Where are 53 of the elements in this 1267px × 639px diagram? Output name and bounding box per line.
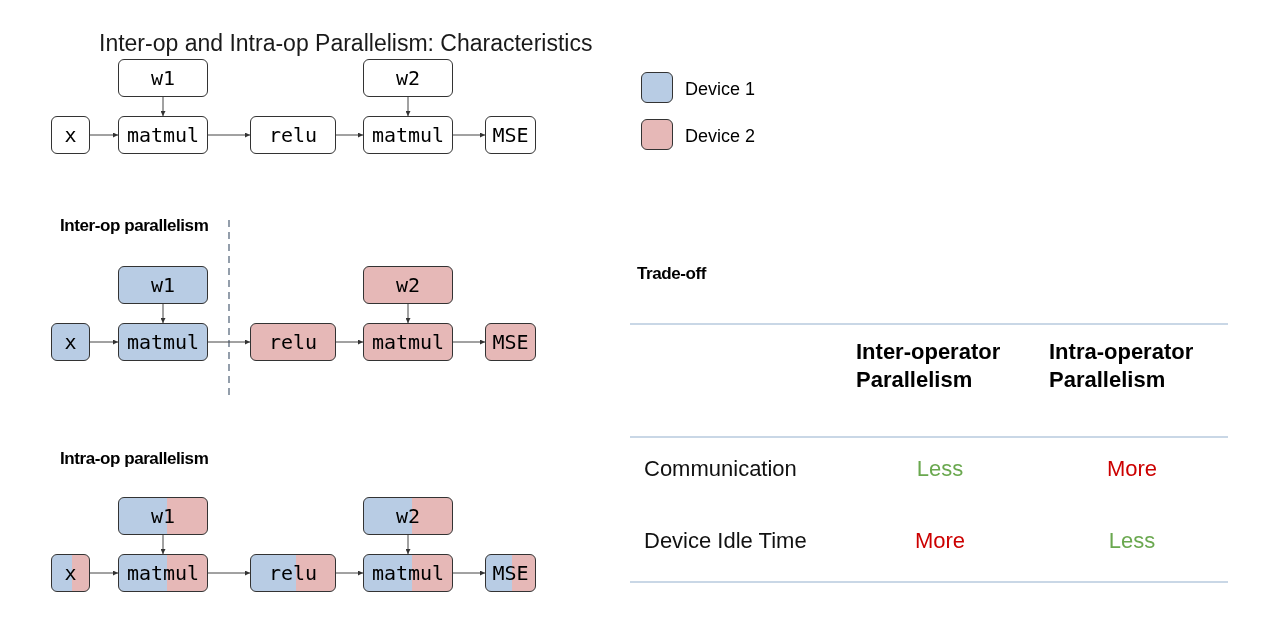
node-box: MSE [485, 323, 536, 361]
arrow [405, 96, 411, 117]
section-heading: Intra-op parallelism [60, 448, 209, 470]
arrow [160, 303, 166, 324]
node-box: matmul [118, 554, 208, 592]
node-box: MSE [485, 554, 536, 592]
section-heading: Inter-op parallelism [60, 215, 209, 237]
title: Inter-op and Intra-op Parallelism: Characteristics [99, 29, 593, 58]
arrow [452, 339, 486, 345]
node-box: matmul [363, 323, 453, 361]
arrow [405, 534, 411, 555]
arrow [207, 339, 251, 345]
table-cell-text: Less [1107, 527, 1157, 555]
table-cell-text: Less [915, 455, 965, 483]
section-heading: Trade-off [637, 263, 706, 285]
column-header: Intra-operator Parallelism [1049, 338, 1195, 394]
arrow [89, 132, 119, 138]
table-cell-text: More [913, 527, 967, 555]
legend-label: Device 1 [685, 78, 756, 101]
node-box: relu [250, 554, 336, 592]
node-box: matmul [363, 116, 453, 154]
node-box: relu [250, 323, 336, 361]
arrow [89, 570, 119, 576]
arrow [160, 534, 166, 555]
node-box: relu [250, 116, 336, 154]
column-header: Inter-operator Parallelism [856, 338, 1002, 394]
legend-label: Device 2 [685, 125, 756, 148]
node-box: w2 [363, 497, 453, 535]
arrow [160, 96, 166, 117]
node-box: MSE [485, 116, 536, 154]
arrow [207, 132, 251, 138]
arrow [452, 132, 486, 138]
table-cell-text: More [1105, 455, 1159, 483]
node-box: w2 [363, 266, 453, 304]
arrow [405, 303, 411, 324]
arrow [335, 132, 364, 138]
node-box: matmul [118, 323, 208, 361]
node-box: matmul [363, 554, 453, 592]
arrow [89, 339, 119, 345]
row-header: Communication [644, 455, 797, 483]
node-box: w1 [118, 266, 208, 304]
node-box: w2 [363, 59, 453, 97]
node-box: x [51, 116, 90, 154]
node-box: matmul [118, 116, 208, 154]
row-header: Device Idle Time [644, 527, 807, 555]
node-box: w1 [118, 59, 208, 97]
arrow [207, 570, 251, 576]
node-box: w1 [118, 497, 208, 535]
arrow [335, 570, 364, 576]
node-box: x [51, 323, 90, 361]
arrow [335, 339, 364, 345]
node-box: x [51, 554, 90, 592]
arrow [452, 570, 486, 576]
